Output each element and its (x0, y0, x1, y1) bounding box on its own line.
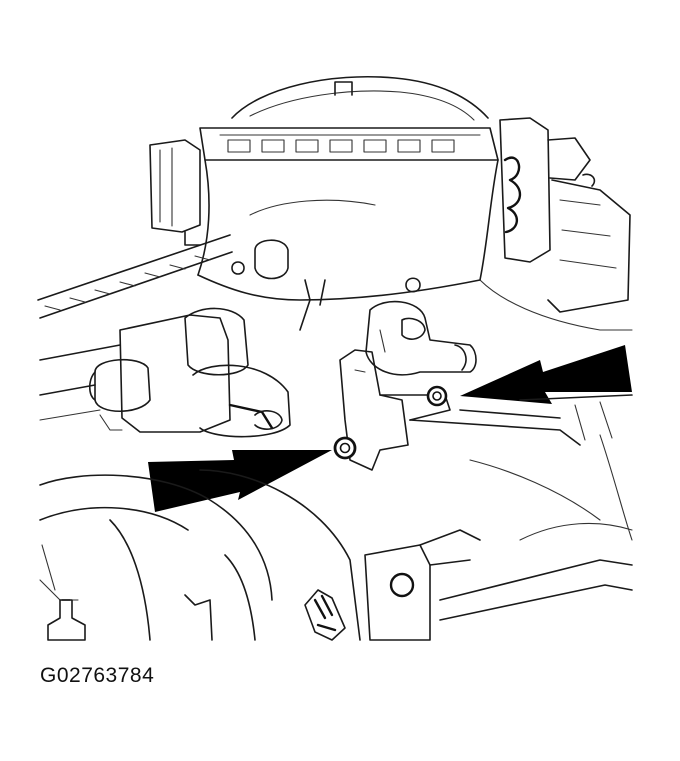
thermostat-housing (88, 307, 291, 438)
right-mount (364, 459, 633, 641)
left-bracket (149, 139, 201, 246)
intake-runners (39, 469, 361, 641)
image-code: G02763784 (40, 664, 155, 687)
throttle-actuator (499, 117, 631, 313)
crossover-tubes (39, 344, 633, 441)
wire-connector (304, 589, 346, 641)
coolant-tube (365, 300, 477, 376)
engine-diagram (37, 75, 633, 641)
arrow-right-callout (460, 345, 632, 404)
lower-bolt (333, 436, 357, 460)
upper-bolt (426, 385, 448, 407)
fuel-rail (37, 234, 233, 319)
air-inlet-housing (197, 75, 499, 281)
lower-sensor (47, 599, 86, 641)
arrow-left-callout (148, 450, 332, 512)
plenum-edge (479, 279, 633, 541)
intake-manifold (197, 199, 481, 331)
